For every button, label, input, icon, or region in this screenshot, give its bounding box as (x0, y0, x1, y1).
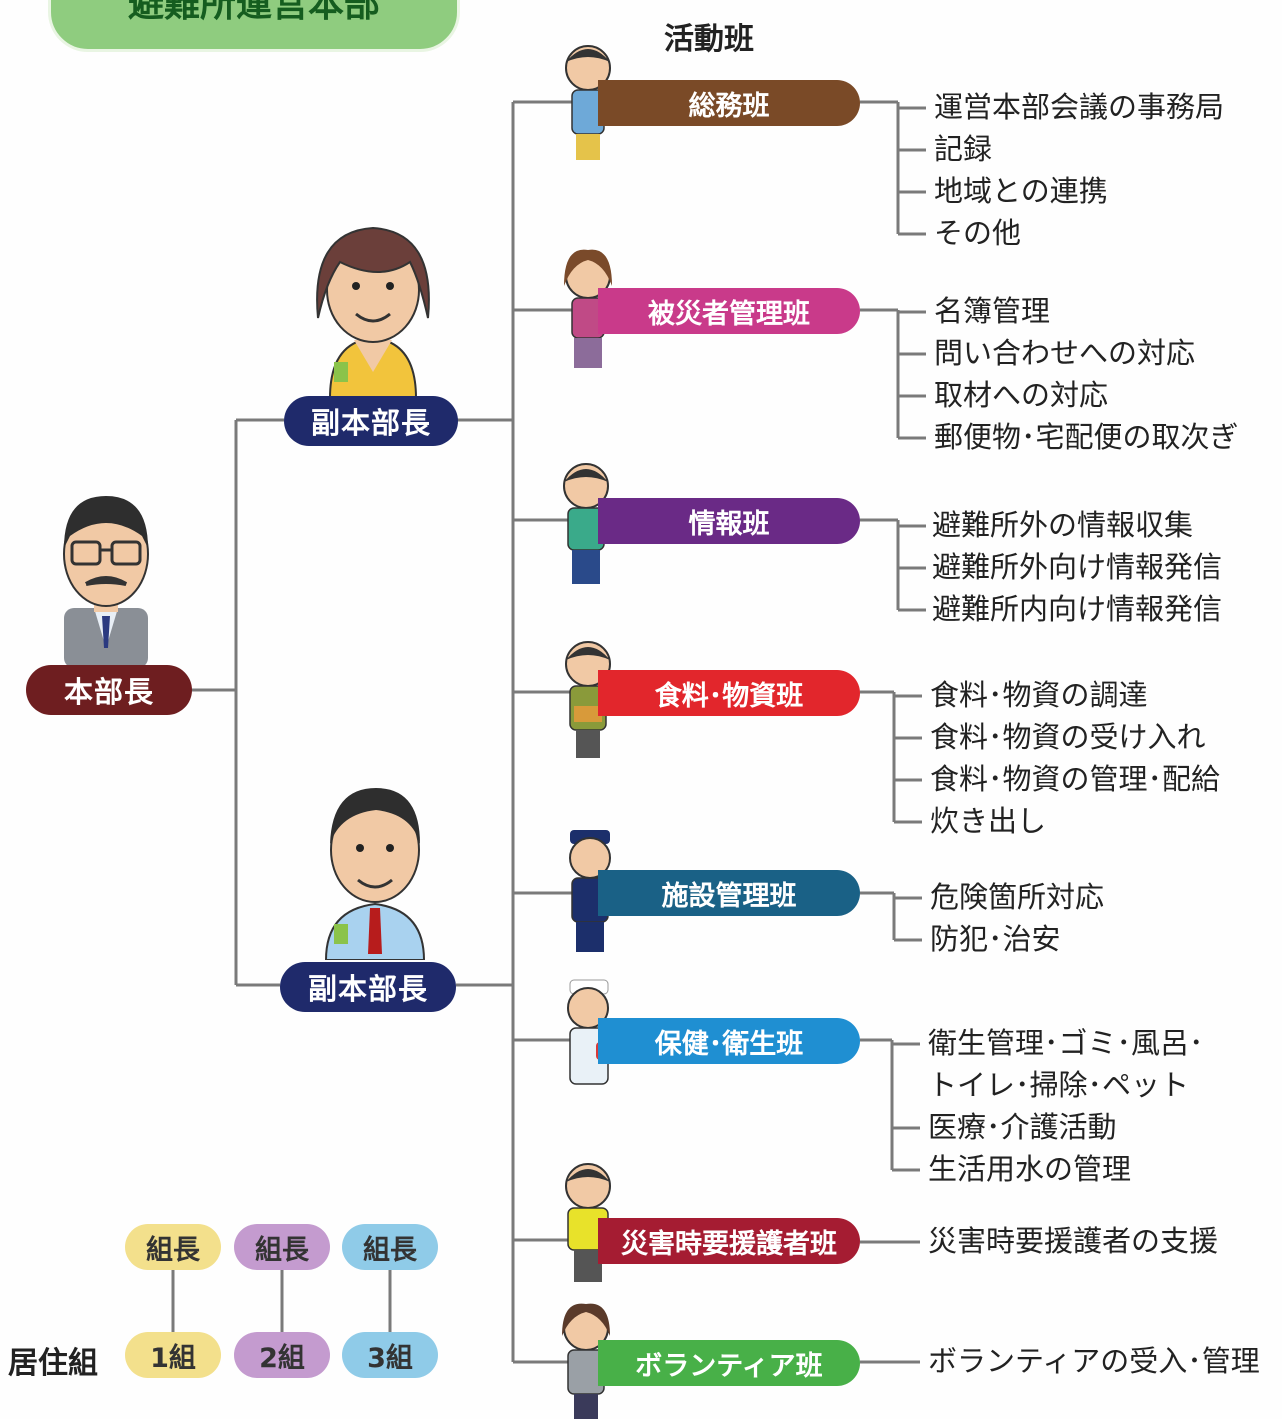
duty-item: 避難所内向け情報発信 (932, 592, 1223, 626)
team-hoken-label: 保健･衛生班 (654, 1028, 804, 1060)
team-shokuryou-label: 食料･物資班 (654, 680, 804, 712)
team-volunteer-label: ボランティア班 (635, 1350, 823, 1382)
deputy-label-2: 副本部長 (280, 962, 456, 1012)
team-figure-jouhou (563, 463, 609, 584)
deputy-man-figure (324, 788, 426, 960)
team-shisetsu: 施設管理班 (598, 870, 860, 916)
duty-item: ボランティアの受入･管理 (928, 1344, 1260, 1378)
deputy-woman-figure (316, 226, 430, 398)
group-2: 2組 (234, 1332, 330, 1378)
group-leader-3: 組長 (342, 1224, 438, 1270)
duty-item: 医療･介護活動 (928, 1110, 1117, 1144)
duty-item: 記録 (934, 132, 993, 166)
duty-item: その他 (934, 216, 1022, 250)
duty-item: 衛生管理･ゴミ･風呂･ (928, 1026, 1204, 1060)
duty-item: 生活用水の管理 (928, 1152, 1132, 1186)
activity-heading: 活動班 (664, 22, 754, 57)
chief-label: 本部長 (26, 665, 192, 715)
group-3: 3組 (342, 1332, 438, 1378)
team-jouhou-label: 情報班 (688, 508, 770, 540)
team-figure-volunteer (562, 1303, 610, 1419)
residents-label: 居住組 (8, 1346, 98, 1381)
deputy-label-2-text: 副本部長 (307, 972, 428, 1006)
team-figure-shokuryou (565, 641, 611, 758)
team-hoken: 保健･衛生班 (598, 1018, 860, 1064)
team-hisaisha-label: 被災者管理班 (648, 298, 810, 330)
duty-item: 食料･物資の調達 (930, 678, 1148, 712)
team-shisetsu-label: 施設管理班 (661, 880, 797, 912)
team-youengo: 災害時要援護者班 (598, 1218, 860, 1264)
team-jouhou: 情報班 (598, 498, 860, 544)
duty-item: 名簿管理 (934, 294, 1051, 328)
team-shokuryou: 食料･物資班 (598, 670, 860, 716)
deputy-label-1: 副本部長 (284, 396, 458, 446)
team-soumu: 総務班 (598, 80, 860, 126)
duty-item: 避難所外向け情報発信 (932, 550, 1223, 584)
deputy-label-1-text: 副本部長 (310, 406, 431, 440)
duty-item: 問い合わせへの対応 (934, 336, 1196, 370)
duty-item: トイレ･掃除･ペット (928, 1068, 1190, 1102)
team-hisaisha: 被災者管理班 (598, 288, 860, 334)
team-figure-youengo (565, 1163, 611, 1282)
duty-item: 避難所外の情報収集 (932, 508, 1194, 542)
chief-label-text: 本部長 (63, 675, 154, 709)
group-1: 1組 (125, 1332, 221, 1378)
duty-item: 郵便物･宅配便の取次ぎ (934, 420, 1239, 454)
group-leader-1: 組長 (125, 1224, 221, 1270)
chief-figure (63, 496, 149, 668)
duty-item: 食料･物資の受け入れ (930, 720, 1206, 754)
group-leader-2: 組長 (234, 1224, 330, 1270)
duty-item: 炊き出し (930, 804, 1047, 838)
duty-item: 食料･物資の管理･配給 (930, 762, 1221, 796)
header-title: 避難所運営本部 (127, 0, 380, 25)
team-volunteer: ボランティア班 (598, 1340, 860, 1386)
header-banner: 避難所運営本部 (48, 0, 460, 52)
duty-item: 取材への対応 (934, 378, 1109, 412)
duty-item: 災害時要援護者の支援 (928, 1224, 1219, 1258)
duty-item: 防犯･治安 (930, 922, 1061, 956)
team-figure-hisaisha (564, 249, 612, 368)
duty-item: 地域との連携 (934, 174, 1108, 208)
team-soumu-label: 総務班 (688, 90, 770, 122)
duty-item: 運営本部会議の事務局 (934, 90, 1225, 124)
duty-item: 危険箇所対応 (930, 880, 1105, 914)
team-youengo-label: 災害時要援護者班 (621, 1228, 837, 1260)
